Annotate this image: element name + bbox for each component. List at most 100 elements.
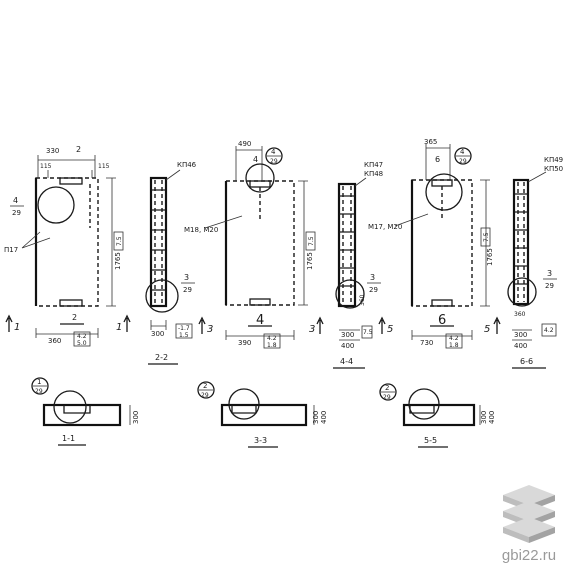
width-box-5-b: 1.8 <box>449 342 459 349</box>
section-4-4-box-text: 7.5 <box>363 329 373 336</box>
section-6-6-side: 360 <box>514 311 526 318</box>
plan-3-3-circle <box>228 388 260 420</box>
section-4-4-300: 300 <box>341 331 354 339</box>
detail-circle-3 <box>245 163 275 193</box>
leader-lines-5 <box>394 213 429 227</box>
height-dim-3 <box>298 180 308 306</box>
height-dim-5 <box>480 179 490 307</box>
plan-1-1-title: 1-1 <box>62 434 75 443</box>
section-2-2-title: 2-2 <box>155 353 168 362</box>
width-730: 730 <box>420 339 433 347</box>
top-dim-lines-5 <box>425 144 451 180</box>
plan-3-3-title: 3-3 <box>254 436 267 445</box>
callout-4-den: 29 <box>369 286 378 294</box>
width-box-5 <box>445 333 463 349</box>
callout-5-den: 29 <box>459 158 467 165</box>
panel-outline-5 <box>411 179 473 307</box>
section-2-2-rebar <box>154 180 163 304</box>
section-2-2: КП46 3 29 300 -1.7 1.5 2-2 <box>145 161 197 365</box>
dim-115-right: 115 <box>98 163 110 170</box>
arrow-5-right-label: 5 <box>484 324 490 335</box>
height-dim-1 <box>106 177 116 307</box>
arrow-left-3-label: 3 <box>207 324 213 335</box>
arrow-left-1-label: 1 <box>14 322 20 333</box>
detail-circle-4 <box>335 279 365 309</box>
label-kp47: КП47 <box>364 161 383 169</box>
leader-kp46 <box>165 169 181 181</box>
leader-kp47 <box>354 177 367 187</box>
plan-5-5-circle <box>408 388 440 420</box>
bottom-notch-1 <box>59 299 83 307</box>
callout-4-num: 3 <box>370 273 375 282</box>
dim-490: 490 <box>238 140 251 148</box>
plan-5-5-title: 5-5 <box>424 436 437 445</box>
top-notch-1 <box>59 177 83 185</box>
section-6-6-300: 300 <box>514 331 527 339</box>
section-6-6-ribs <box>514 193 528 285</box>
arrow-right-1-label: 1 <box>116 322 122 333</box>
panel-view-1: 330 2 115 115 4 29 П17 1765 7.5 360 4.2 … <box>4 145 131 347</box>
plan-3-3: 2 29 300 400 3-3 <box>197 381 328 448</box>
plan-5-5-callout <box>379 383 397 401</box>
section-6-label: 6 <box>438 313 446 328</box>
height-box-1 <box>113 231 124 251</box>
section-6-6-dim <box>512 329 532 341</box>
height-box-text: 7.5 <box>116 236 123 246</box>
section-6-6-400: 400 <box>514 342 527 350</box>
plan-1-1-dim: 300 <box>132 411 140 424</box>
panel-view-5: 365 6 4 29 М17, М20 1765 7.5 730 4.2 1.8… <box>368 138 501 349</box>
section-2-2-box <box>175 323 193 339</box>
leader-lines-1 <box>21 231 51 249</box>
label-kp48: КП48 <box>364 170 383 178</box>
height-5: 1765 <box>486 248 494 266</box>
section-2-2-box-a: -1.7 <box>178 325 190 332</box>
arrow-5-left <box>378 316 386 334</box>
section-6-6-title: 6-6 <box>520 357 533 366</box>
top-dim-lines-1 <box>37 155 96 178</box>
label-kp46: КП46 <box>177 161 197 169</box>
section-4-4-body <box>337 182 357 308</box>
section-6-6-box-text: 4.2 <box>544 327 554 334</box>
label-kp49: КП49 <box>544 156 563 164</box>
section-6-6-body <box>512 178 530 306</box>
width-box-3-a: 4.2 <box>267 335 277 342</box>
section-2-2-body <box>149 176 168 308</box>
top-notch-5 <box>431 179 453 187</box>
plan-3-3-dim2: 400 <box>320 411 328 424</box>
width-dim-3 <box>225 330 295 340</box>
leader-kp49 <box>527 171 547 183</box>
watermark-text: gbi22.ru <box>501 547 557 564</box>
height-3: 1765 <box>306 252 314 270</box>
width-box-b: 5.0 <box>77 340 87 347</box>
plan-1-1-body <box>42 403 122 427</box>
watermark: gbi22.ru <box>489 481 569 569</box>
width-box-3-b: 1.8 <box>267 342 277 349</box>
plan-1-1-notch <box>63 405 91 414</box>
section-4-4-rebar <box>342 186 352 304</box>
detail-circle-1 <box>37 186 75 224</box>
plan-3-3-dim1: 300 <box>312 411 320 424</box>
section-2-2-dim <box>150 320 167 330</box>
section-4-4-side: 360 <box>359 294 366 306</box>
callout-6-num: 3 <box>547 269 552 278</box>
leader-label-5: М17, М20 <box>368 223 402 231</box>
width-360: 360 <box>48 337 61 345</box>
arrow-right-3-label: 3 <box>309 324 315 335</box>
callout-2-num: 3 <box>184 273 189 282</box>
plan-1-1-den: 29 <box>35 388 43 395</box>
section-6-6: КП49 КП50 3 29 360 300 400 4.2 6-6 <box>507 156 563 369</box>
callout-3-den: 29 <box>270 158 278 165</box>
dim-4-top: 4 <box>253 155 258 164</box>
width-390: 390 <box>238 339 251 347</box>
height-box-3-text: 7.5 <box>308 236 315 246</box>
callout-5-num: 4 <box>460 148 465 156</box>
bottom-notch-5 <box>431 299 453 307</box>
plan-3-3-body <box>220 403 308 427</box>
dim-2: 2 <box>76 145 81 154</box>
detail-circle-6 <box>507 277 537 307</box>
plan-5-5-notch <box>409 405 435 414</box>
plan-5-5-num: 2 <box>385 384 389 392</box>
stacked-blocks-icon <box>503 485 555 543</box>
section-2-2-box-b: 1.5 <box>179 332 189 339</box>
